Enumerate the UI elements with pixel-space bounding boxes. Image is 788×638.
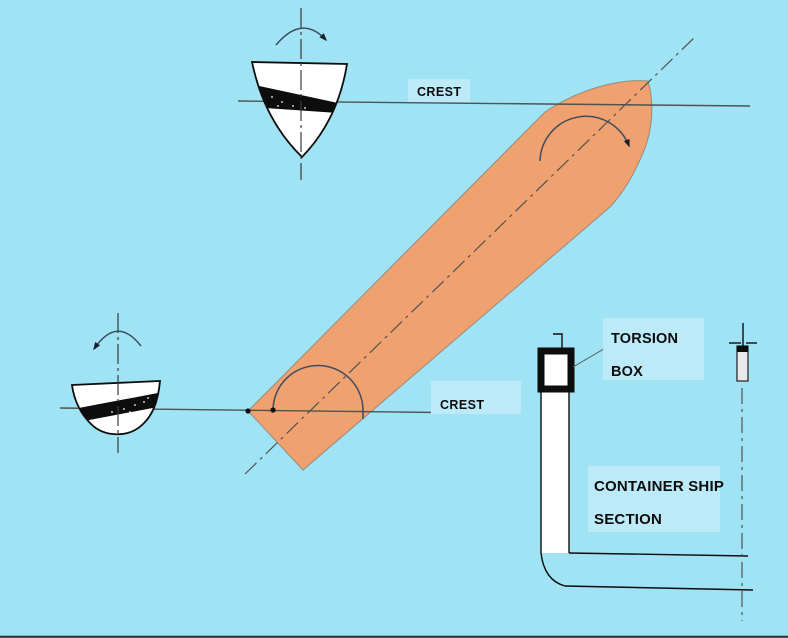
bottom-shell-bilge xyxy=(540,552,754,591)
torsion-box-label-bg xyxy=(603,318,704,380)
container-section-label-line1: CONTAINER SHIP xyxy=(594,478,724,495)
v-section xyxy=(250,8,349,180)
ship-centerline xyxy=(244,34,698,475)
hatch-coaming-left xyxy=(553,333,563,349)
stern-arc-dot xyxy=(270,407,276,413)
u-section-waterline-band xyxy=(72,393,158,424)
side-shell xyxy=(541,392,569,553)
crest-bottom-label-bg xyxy=(431,381,521,414)
u-section xyxy=(70,313,161,453)
band-specks xyxy=(271,96,306,109)
v-section-rotation-arrow-icon xyxy=(275,27,328,46)
crest-bottom-label: CREST xyxy=(440,398,484,412)
container-section-label-line2: SECTION xyxy=(594,511,662,528)
v-section-waterline-band xyxy=(252,84,338,113)
crest-top-label: CREST xyxy=(417,85,461,99)
stern-rotation-arc xyxy=(245,364,364,419)
inner-bottom-line xyxy=(568,552,749,557)
torsion-box xyxy=(537,347,575,393)
torsion-box-label-line1: TORSION xyxy=(611,331,678,347)
hatch-coaming-right xyxy=(729,323,757,382)
crest-top-label-bg xyxy=(408,79,470,102)
torsion-box-label-line2: BOX xyxy=(611,364,643,380)
bow-rotation-arc xyxy=(539,115,630,162)
band-specks xyxy=(111,397,149,413)
u-section-rotation-arrow-icon xyxy=(93,330,142,351)
stern-waterline-dot xyxy=(245,408,251,414)
container-section-label-bg xyxy=(588,466,720,532)
labels-layer: CREST CREST TORSION BOX CONTAINER SHIP S… xyxy=(408,79,724,532)
